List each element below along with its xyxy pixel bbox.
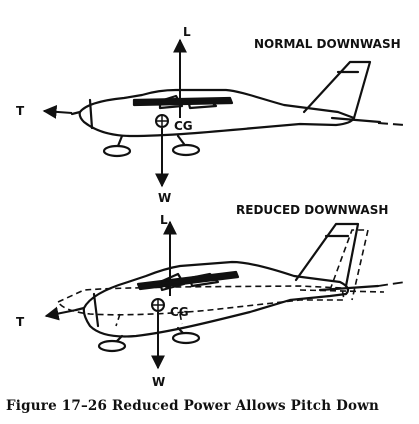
thrust-arrow-reduced — [44, 306, 77, 321]
weight-label-normal: W — [158, 191, 171, 205]
figure-caption: Figure 17–26 Reduced Power Allows Pitch … — [6, 398, 380, 414]
lift-label-normal: L — [183, 25, 191, 39]
thrust-arrow-normal — [42, 104, 73, 119]
normal-downwash-panel: NORMAL DOWNWASH L — [16, 25, 406, 205]
cg-label-normal: CG — [174, 119, 193, 133]
normal-downwash-title: NORMAL DOWNWASH — [254, 37, 401, 51]
reduced-downwash-title: REDUCED DOWNWASH — [236, 203, 388, 217]
airplane-pitched-down — [74, 222, 380, 353]
airplane-original-attitude — [56, 229, 385, 327]
reduced-downwash-panel: REDUCED DOWNWASH — [16, 203, 406, 389]
cg-symbol-reduced — [151, 298, 165, 312]
thrust-label-reduced: T — [16, 315, 25, 329]
thrust-label-normal: T — [16, 104, 25, 118]
cg-label-reduced: CG — [170, 305, 189, 319]
cg-symbol-normal — [155, 114, 169, 128]
airplane-normal — [70, 60, 382, 158]
lift-label-reduced: L — [160, 213, 168, 227]
weight-label-reduced: W — [152, 375, 165, 389]
